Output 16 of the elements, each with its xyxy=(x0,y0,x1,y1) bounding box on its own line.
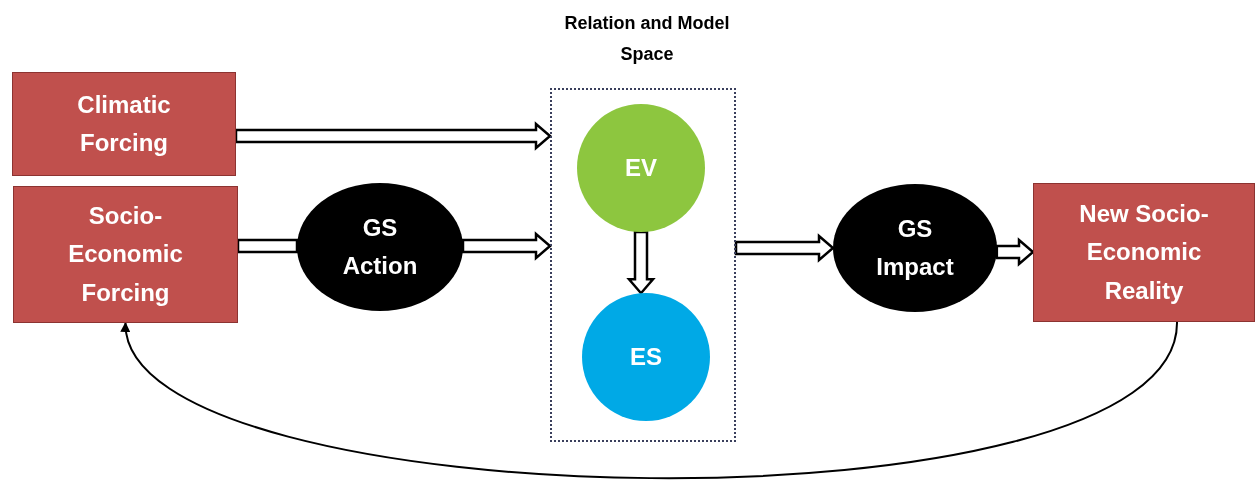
process-box xyxy=(1033,183,1255,322)
block-arrow xyxy=(734,233,835,263)
block-arrow xyxy=(234,121,552,151)
process-box xyxy=(12,72,236,176)
node-label: New Socio-Economic Reality xyxy=(1078,198,1210,306)
block-arrow xyxy=(461,231,552,261)
node-label: Socio-Economic Forcing xyxy=(67,200,184,308)
node-label: GS Impact xyxy=(875,213,955,282)
node-label: GS Action xyxy=(341,212,419,281)
block-arrow xyxy=(626,230,656,296)
node-label: EV xyxy=(625,152,657,183)
node-label: Climatic Forcing xyxy=(76,89,172,158)
process-box xyxy=(13,186,238,323)
connector-band xyxy=(236,238,299,254)
group-heading: Relation and Model Space xyxy=(563,12,731,66)
block-arrow xyxy=(995,237,1035,267)
